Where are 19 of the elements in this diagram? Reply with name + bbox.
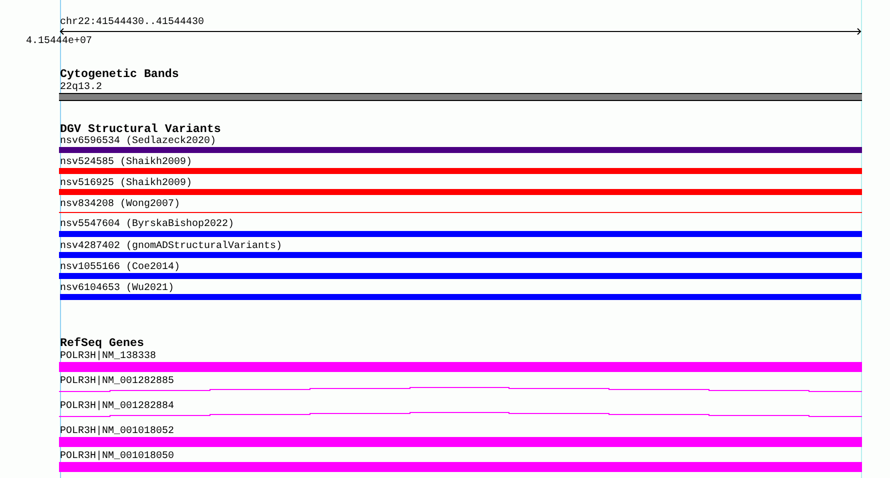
variant-label: nsv524585 (Shaikh2009)	[60, 157, 192, 168]
transcript-label: POLR3H|NM_001282885	[60, 376, 174, 387]
variant-label: nsv5547604 (ByrskaBishop2022)	[60, 219, 234, 230]
transcript-label: POLR3H|NM_001018050	[60, 451, 174, 462]
variant-label: nsv834208 (Wong2007)	[60, 199, 180, 210]
transcript-label: POLR3H|NM_001282884	[60, 401, 174, 412]
track-title: DGV Structural Variants	[60, 123, 221, 136]
variant-label: nsv6596534 (Sedlazeck2020)	[60, 136, 216, 147]
track-title: Cytogenetic Bands	[60, 68, 179, 81]
variant-label: nsv4287402 (gnomADStructuralVariants)	[60, 241, 282, 252]
scale-label: 4.15444e+07	[26, 36, 92, 47]
band-label: 22q13.2	[60, 82, 102, 93]
position-label: chr22:41544430..41544430	[60, 17, 204, 28]
transcript-label: POLR3H|NM_138338	[60, 351, 156, 362]
track-title: RefSeq Genes	[60, 337, 144, 350]
variant-label: nsv6104653 (Wu2021)	[60, 283, 174, 294]
variant-label: nsv1055166 (Coe2014)	[60, 262, 180, 273]
variant-label: nsv516925 (Shaikh2009)	[60, 178, 192, 189]
transcript-label: POLR3H|NM_001018052	[60, 426, 174, 437]
